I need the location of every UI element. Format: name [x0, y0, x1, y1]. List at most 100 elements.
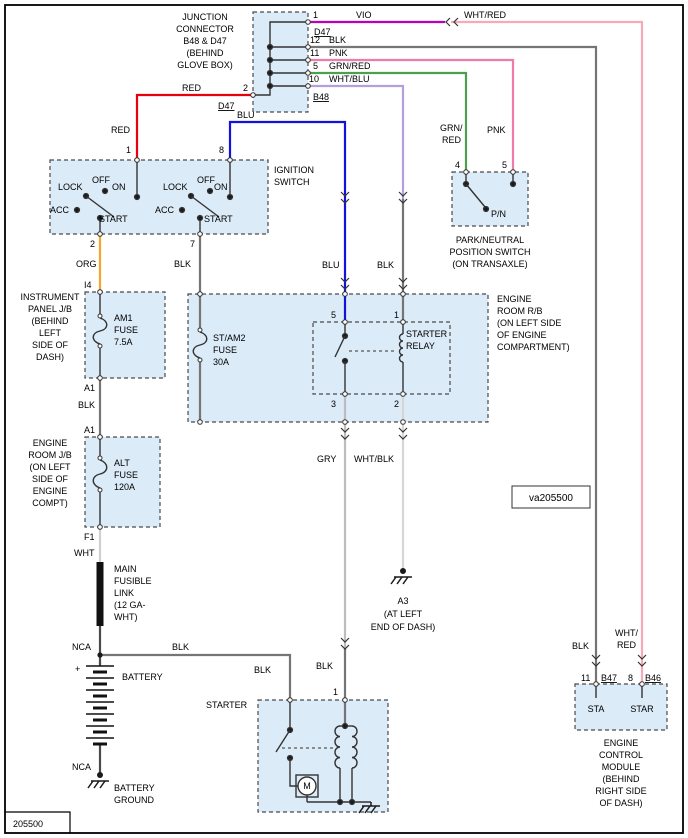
st-am2-fuse-line3: 30A [213, 357, 229, 367]
starter-relay-label-line2: RELAY [406, 341, 435, 351]
am1-fuse-line3: 7.5A [114, 337, 133, 347]
corner-id: 205500 [13, 819, 43, 829]
ignition-pin-1: 1 [126, 145, 131, 155]
ecm-title-line6: OF DASH) [599, 798, 642, 808]
ecm-title-line1: ENGINE [604, 738, 639, 748]
wire-blk-battery-to-starter [98, 653, 292, 702]
relay-pin-2: 2 [394, 399, 399, 409]
junction-pin-12: 12 [310, 35, 320, 45]
ignition-g2-start: START [204, 214, 233, 224]
st-am2-fuse [192, 327, 208, 363]
wire-label-red-v: RED [111, 125, 131, 135]
alt-fuse-line2: FUSE [114, 470, 138, 480]
junction-title-line5: GLOVE BOX) [177, 60, 233, 70]
diagram-ref-box [511, 485, 591, 509]
fusible-link-line3: LINK [114, 588, 134, 598]
connector-d47-right: D47 [314, 27, 331, 37]
wire-label-blk-starter: BLK [316, 661, 333, 671]
ecm-box [574, 683, 668, 731]
starter-ground-symbol [358, 802, 380, 814]
relay-pin-5: 5 [331, 310, 336, 320]
wire-label-blk-battery-v: BLK [254, 665, 271, 675]
ecm-title-line5: RIGHT SIDE [595, 786, 646, 796]
starter-relay-box [312, 321, 451, 395]
starter-pin-1: 1 [333, 687, 338, 697]
a3-location-line1: (AT LEFT [384, 609, 423, 619]
ignition-g2-lock: LOCK [163, 182, 188, 192]
wire-label-blk-top: BLK [329, 35, 346, 45]
pn-title-line1: PARK/NEUTRAL [456, 235, 524, 245]
starter-box [257, 699, 389, 813]
starter-relay-label-line1: STARTER [406, 329, 448, 339]
junction-pin-10: 10 [309, 74, 319, 84]
ecm-pin-8: 8 [628, 673, 633, 683]
wire-wht-red [450, 20, 644, 686]
er-jb-title-line2: ROOM J/B [28, 450, 72, 460]
ignition-title-line1: IGNITION [274, 165, 314, 175]
battery-branch-junction [97, 652, 103, 658]
wire-label-wht-blu-top: WHT/BLU [329, 74, 370, 84]
pn-switch-internals [462, 172, 517, 213]
fusible-link-line2: FUSIBLE [114, 576, 152, 586]
wire-wht-blu [306, 84, 405, 202]
ip-jb-title-line2: PANEL J/B [28, 304, 72, 314]
battery-label: BATTERY [122, 672, 163, 682]
pn-pin-4: 4 [455, 160, 460, 170]
ip-jb-title-line4: LEFT [39, 328, 62, 338]
wire-red [135, 93, 255, 162]
junction-connector-box [252, 11, 309, 113]
starter-motor-m: M [303, 781, 311, 791]
pn-contact-label: P/N [491, 209, 506, 219]
pn-switch-box [451, 171, 529, 227]
st-am2-fuse-line2: FUSE [213, 345, 237, 355]
ignition-switch-internals [73, 160, 234, 234]
alt-fuse-line1: ALT [114, 458, 130, 468]
ip-jb-pin-i4: I4 [84, 280, 92, 290]
wire-label-red-h: RED [182, 83, 202, 93]
wire-label-pnk-v: PNK [487, 125, 506, 135]
a3-location-line2: END OF DASH) [371, 622, 436, 632]
wire-grn-red [306, 71, 468, 174]
wire-blk-to-ecm [306, 45, 598, 686]
st-am2-fuse-line1: ST/AM2 [213, 333, 246, 343]
battery-plus: + [75, 664, 80, 674]
ignition-g1-lock: LOCK [58, 182, 83, 192]
wire-label-grn-v2: RED [442, 135, 462, 145]
wire-label-blk-ign: BLK [174, 259, 191, 269]
ip-jb-title-line5: SIDE OF [32, 340, 69, 350]
a3-label: A3 [397, 596, 408, 606]
ignition-g1-acc: ACC [50, 205, 70, 215]
wire-label-pnk-top: PNK [329, 48, 348, 58]
ignition-pin-7: 7 [190, 239, 195, 249]
alt-fuse [92, 437, 108, 527]
ignition-title-line2: SWITCH [274, 177, 310, 187]
er-jb-title-line3: (ON LEFT [29, 462, 71, 472]
wire-label-wht: WHT [74, 548, 95, 558]
ip-jb-title-line3: (BEHIND [31, 316, 69, 326]
ip-jb-pin-a1: A1 [84, 383, 95, 393]
wire-label-grn-v1: GRN/ [440, 123, 463, 133]
wire-label-gry: GRY [317, 454, 336, 464]
fusible-link-line1: MAIN [114, 564, 137, 574]
ignition-switch-box [49, 159, 269, 235]
battery-symbol [86, 663, 114, 746]
er-jb-pin-a1: A1 [84, 425, 95, 435]
ecm-terminal-star: STAR [630, 704, 654, 714]
junction-pin-5: 5 [313, 61, 318, 71]
main-fusible-link-symbol [96, 562, 104, 626]
junction-title-line3: B48 & D47 [183, 36, 227, 46]
junction-pin-2: 2 [243, 83, 248, 93]
ignition-g2-on: ON [214, 182, 228, 192]
engine-room-jb-box [84, 436, 161, 528]
wire-label-blk-jb: BLK [78, 400, 95, 410]
fusible-link-line5: WHT) [114, 612, 138, 622]
am1-fuse-line2: FUSE [114, 325, 138, 335]
junction-connector-internals [253, 21, 308, 96]
labels: JUNCTION CONNECTOR B48 & D47 (BEHIND GLO… [13, 10, 661, 829]
wire-label-wht-red-ecm1: WHT/ [615, 628, 638, 638]
am1-fuse [92, 292, 108, 378]
starter-label: STARTER [206, 700, 248, 710]
ecm-terminal-sta: STA [588, 704, 605, 714]
wire-label-blk-ecm: BLK [572, 641, 589, 651]
wire-label-blk-v: BLK [377, 260, 394, 270]
